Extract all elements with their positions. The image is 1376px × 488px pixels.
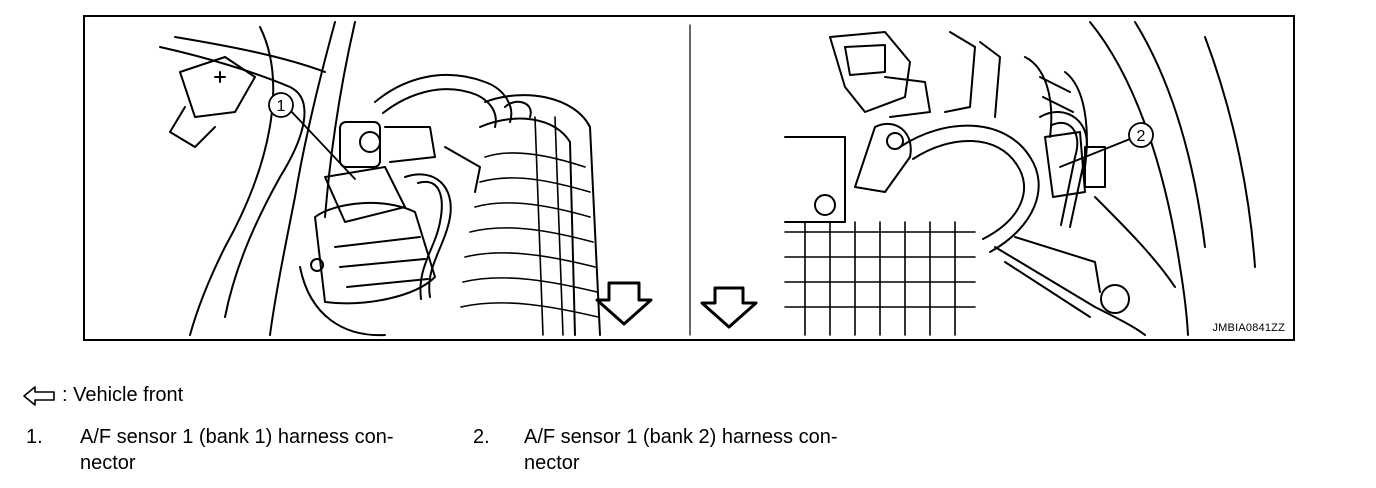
right-engine-view (700, 21, 1256, 336)
list-item: 1. A/F sensor 1 (bank 1) harness con- ne… (26, 424, 466, 478)
arrow-left-outline-icon (23, 385, 55, 406)
item-number: 2. (473, 426, 490, 448)
callout-2-label: 2 (1137, 128, 1146, 145)
item-line-1: A/F sensor 1 (bank 1) harness con- (80, 426, 394, 448)
callout-2 (1059, 122, 1154, 168)
item-text: A/F sensor 1 (bank 1) harness con- necto… (80, 424, 460, 476)
legend-text: : Vehicle front (62, 384, 184, 406)
item-line-2: nector (80, 452, 136, 474)
item-number: 1. (26, 426, 43, 448)
list-item: 2. A/F sensor 1 (bank 2) harness con- ne… (473, 424, 913, 478)
front-arrow-down-icon (595, 281, 653, 326)
callout-1-label: 1 (277, 98, 286, 115)
engine-illustration: 1 2 JMBIA0841ZZ (83, 15, 1295, 341)
figure-id: JMBIA0841ZZ (1212, 322, 1285, 334)
engine-drawing: 1 2 (159, 21, 1256, 337)
left-engine-view (159, 21, 653, 337)
callout-1 (268, 92, 356, 180)
item-text: A/F sensor 1 (bank 2) harness con- necto… (524, 424, 904, 476)
item-line-1: A/F sensor 1 (bank 2) harness con- (524, 426, 838, 448)
item-line-2: nector (524, 452, 580, 474)
legend: : Vehicle front (22, 384, 183, 407)
front-arrow-down-icon-2 (700, 286, 758, 329)
